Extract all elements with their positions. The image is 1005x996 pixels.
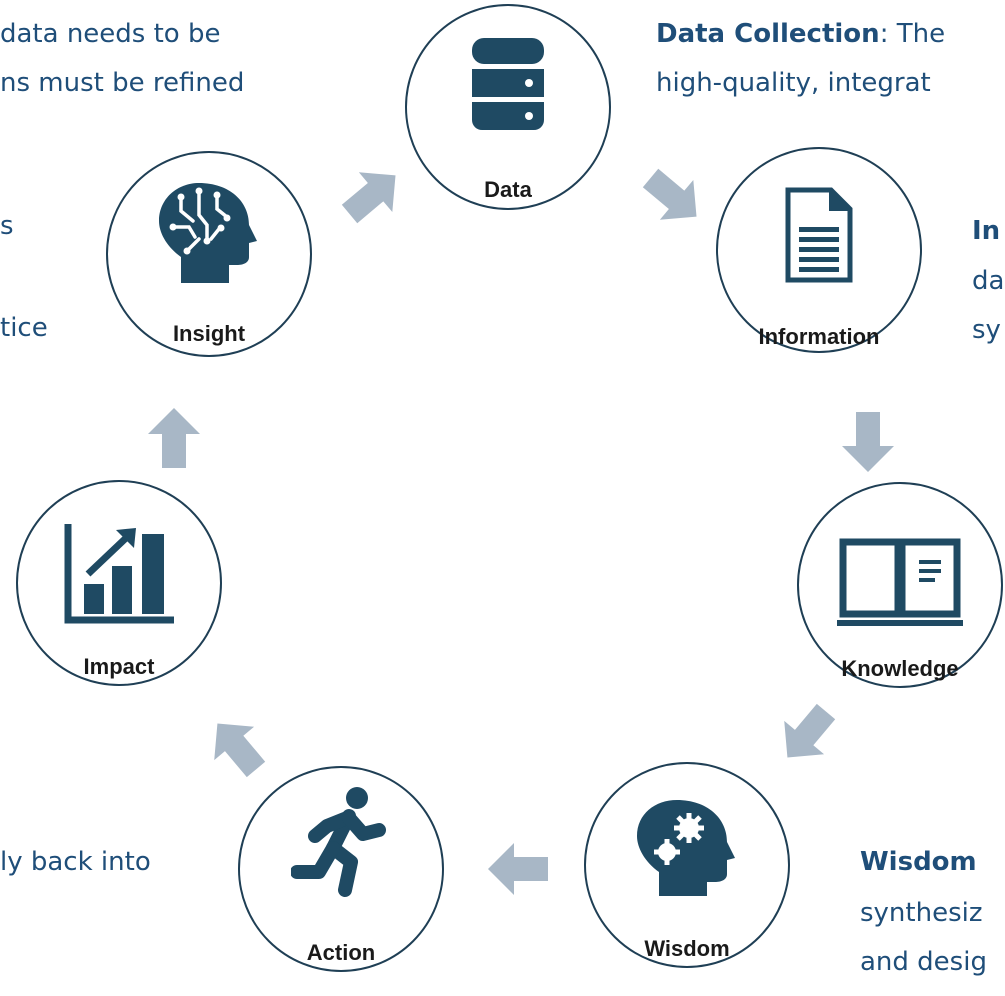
text-info-3: sy xyxy=(972,315,1001,345)
arrow-information-to-knowledge xyxy=(842,412,894,472)
bar-chart-growth-icon xyxy=(64,524,174,624)
text-wisdom-3: and desig xyxy=(860,947,987,977)
document-icon xyxy=(785,187,853,283)
head-circuit-icon xyxy=(159,183,257,283)
text-top-left-1: data needs to be xyxy=(0,19,221,49)
node-impact: Impact xyxy=(16,480,222,686)
node-knowledge: Knowledge xyxy=(797,482,1003,688)
node-label: Wisdom xyxy=(644,936,730,961)
text-left-1: s xyxy=(0,211,14,241)
text-info-heading: In xyxy=(972,216,1001,246)
text-data-collection: Data Collection: The xyxy=(656,14,945,54)
text-action: ly back into xyxy=(0,847,151,877)
text-wisdom-2: synthesiz xyxy=(860,898,983,928)
node-data: Data xyxy=(405,4,611,210)
arrow-impact-to-insight xyxy=(148,408,200,468)
arrow-action-to-impact xyxy=(197,706,276,787)
node-label: Information xyxy=(758,324,880,349)
text-wisdom-heading: Wisdom xyxy=(860,847,977,877)
database-icon xyxy=(472,38,544,130)
node-insight: Insight xyxy=(106,151,312,357)
node-label: Knowledge xyxy=(841,656,959,681)
running-person-icon xyxy=(291,787,386,897)
text-left-2: tice xyxy=(0,313,48,343)
text-data-collection-2: high-quality, integrat xyxy=(656,68,931,98)
arrow-knowledge-to-wisdom xyxy=(767,694,846,775)
data-collection-heading: Data Collection xyxy=(656,19,880,49)
data-collection-rest: : The xyxy=(879,19,946,49)
text-info-2: da xyxy=(972,266,1005,296)
head-gears-icon xyxy=(637,800,735,896)
text-top-left-2: ns must be refined xyxy=(0,68,245,98)
node-label: Data xyxy=(484,177,532,202)
node-label: Insight xyxy=(172,321,246,346)
arrow-insight-to-data xyxy=(332,155,413,234)
arrow-wisdom-to-action xyxy=(488,843,548,895)
arrow-data-to-information xyxy=(633,158,714,237)
open-book-icon xyxy=(837,538,963,626)
node-wisdom: Wisdom xyxy=(584,762,790,968)
node-action: Action xyxy=(238,766,444,972)
node-label: Action xyxy=(306,940,376,965)
node-information: Information xyxy=(716,147,922,353)
node-label: Impact xyxy=(83,654,155,679)
